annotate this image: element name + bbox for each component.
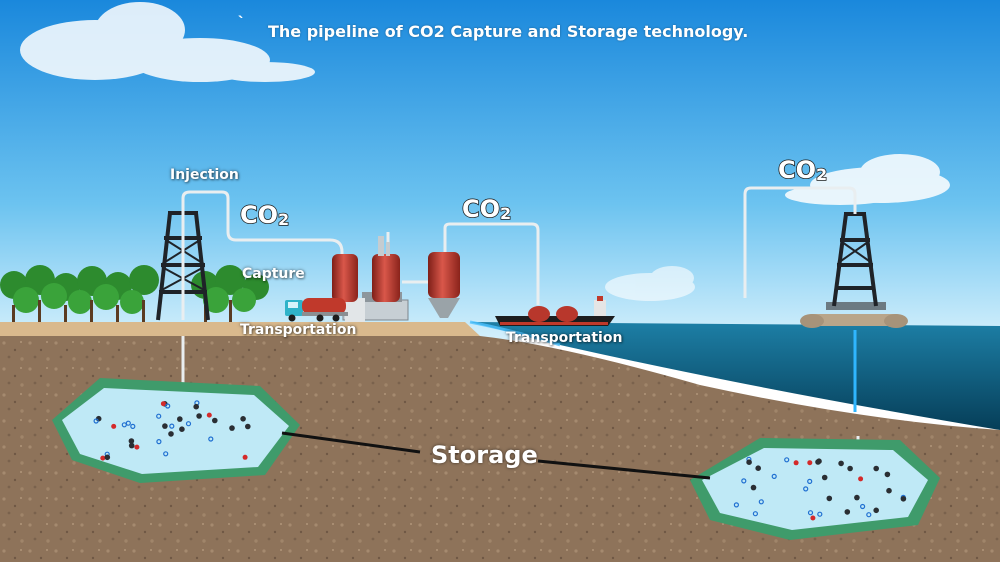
co2-molecule xyxy=(208,436,214,442)
co2-marker-offshore: CO2 xyxy=(777,155,828,185)
storage-tank xyxy=(372,254,400,302)
rock-particle xyxy=(750,484,757,491)
rock-particle xyxy=(162,423,168,429)
rock-particle xyxy=(815,459,821,465)
rock-particle xyxy=(179,426,185,433)
reservoir-particles xyxy=(93,400,907,521)
storage-pointer-left xyxy=(281,431,421,454)
rock-particle xyxy=(886,487,892,494)
sand-surface xyxy=(0,322,480,336)
co2-carrier-ship xyxy=(495,296,615,326)
co2-molecule xyxy=(111,423,117,429)
co2-molecule xyxy=(807,478,813,484)
sea-glow xyxy=(469,320,561,347)
rock-particle xyxy=(193,403,199,410)
rock-particle xyxy=(177,416,183,422)
co2-molecule xyxy=(125,420,131,426)
rock-particle xyxy=(844,509,851,515)
co2-marker-text: CO xyxy=(239,200,279,230)
rock-particle xyxy=(168,431,174,437)
co2-marker-text: CO xyxy=(461,194,501,224)
co2-molecule xyxy=(866,512,872,518)
rock-particle xyxy=(854,494,860,501)
rock-particle xyxy=(900,496,907,502)
page-title: The pipeline of CO2 Capture and Storage … xyxy=(268,22,748,41)
rock-particle xyxy=(746,459,752,466)
rock-particle xyxy=(884,471,891,478)
label-injection: Injection xyxy=(170,167,239,183)
co2-marker-subscript: 2 xyxy=(277,209,290,230)
sea xyxy=(470,322,1000,430)
co2-marker-capture: CO2 xyxy=(239,200,290,230)
offshore-injection-platform xyxy=(743,186,908,328)
co2-molecule xyxy=(733,502,740,508)
tanker-truck xyxy=(285,298,348,322)
storage-reservoir-left xyxy=(52,378,300,483)
rock-particle xyxy=(873,507,879,514)
co2-molecule xyxy=(134,444,140,450)
label-transportation-sea: Transportation xyxy=(506,330,623,346)
rock-particle xyxy=(821,474,828,481)
cloud xyxy=(20,2,315,82)
tree-row xyxy=(0,265,269,322)
title-mark: ` xyxy=(238,14,244,31)
label-capture: Capture xyxy=(242,266,305,282)
co2-molecule xyxy=(793,460,799,466)
cloud xyxy=(605,266,695,301)
co2-molecule xyxy=(206,412,212,418)
co2-molecule xyxy=(807,460,813,466)
rock-particle xyxy=(104,454,111,461)
co2-molecule xyxy=(156,439,162,445)
rock-particle xyxy=(229,425,235,431)
co2-molecule xyxy=(169,423,175,429)
storage-pointer-right xyxy=(537,459,711,480)
co2-marker-transport: CO2 xyxy=(461,194,512,224)
rock-particle xyxy=(128,442,135,449)
co2-molecule xyxy=(803,486,809,492)
rock-particle xyxy=(240,416,246,422)
co2-molecule xyxy=(810,515,816,521)
rock-particle xyxy=(826,495,833,502)
co2-molecule xyxy=(130,423,136,429)
co2-molecule xyxy=(784,457,790,463)
co2-molecule xyxy=(165,403,171,409)
co2-molecule xyxy=(100,455,106,461)
co2-molecule xyxy=(771,473,777,479)
co2-molecule xyxy=(817,511,823,517)
storage-tank xyxy=(428,252,460,298)
co2-molecule xyxy=(859,503,866,510)
rock-particle xyxy=(838,460,844,467)
rock-particle xyxy=(245,423,251,430)
co2-marker-subscript: 2 xyxy=(499,203,512,224)
co2-marker-text: CO xyxy=(777,155,817,185)
co2-molecule xyxy=(807,510,814,516)
co2-marker-subscript: 2 xyxy=(815,164,828,185)
rock-particle xyxy=(873,465,879,472)
cloud xyxy=(785,154,950,205)
co2-molecule xyxy=(758,499,764,505)
co2-molecule xyxy=(752,511,759,517)
co2-molecule xyxy=(741,478,747,484)
co2-molecule xyxy=(858,476,864,482)
co2-molecule xyxy=(156,413,162,419)
co2-molecule xyxy=(242,454,248,460)
storage-tank xyxy=(332,254,358,302)
rock-particle xyxy=(196,413,202,419)
label-storage: Storage xyxy=(431,441,538,469)
co2-molecule xyxy=(163,451,169,457)
co2-molecule xyxy=(160,401,166,407)
co2-molecule xyxy=(93,418,99,424)
co2-molecule xyxy=(185,421,192,427)
capture-plant xyxy=(332,236,460,322)
rock-particle xyxy=(212,417,218,424)
title-text: The pipeline of CO2 Capture and Storage … xyxy=(268,22,749,41)
rock-particle xyxy=(755,465,761,472)
label-transportation-land: Transportation xyxy=(240,322,357,338)
rock-particle xyxy=(847,465,853,472)
rock-particle xyxy=(128,438,135,444)
